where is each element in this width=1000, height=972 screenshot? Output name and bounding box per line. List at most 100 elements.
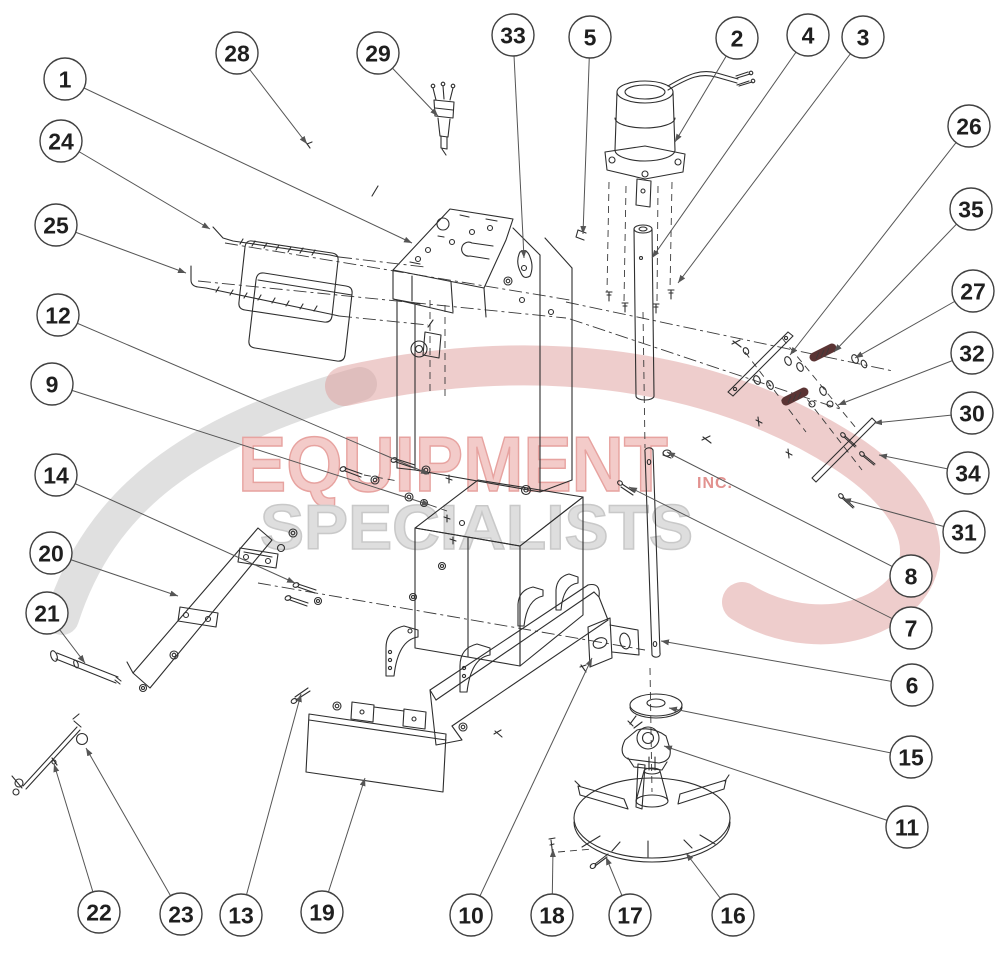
- callout-number-22: 22: [86, 899, 112, 925]
- callout-number-33: 33: [500, 22, 526, 48]
- callout-circle-13: [219, 893, 263, 937]
- callout-number-10: 10: [458, 902, 484, 928]
- callout-circle-24: [39, 119, 83, 163]
- chute-assembly: [385, 573, 640, 746]
- callout-circle-29: [356, 31, 400, 75]
- callout-circle-23: [159, 892, 203, 936]
- swoosh-gray-arc: [45, 367, 377, 635]
- leader-line-9: [51, 383, 431, 506]
- callout-circle-9: [30, 362, 74, 406]
- callout-number-7: 7: [905, 615, 918, 641]
- leader-line-13: [240, 693, 302, 916]
- leader-line-11: [663, 745, 908, 828]
- callout-circle-17: [608, 893, 652, 937]
- leader-line-3: [677, 36, 864, 284]
- callout-circle-22: [77, 890, 121, 934]
- leader-line-15: [668, 706, 912, 758]
- leader-line-8: [666, 451, 912, 577]
- callout-number-24: 24: [48, 128, 74, 154]
- callout-circle-3: [841, 15, 885, 59]
- leader-line-22: [53, 763, 100, 913]
- spinner-motor: [604, 70, 756, 208]
- leader-line-4: [651, 34, 809, 259]
- lynch-pin-assembly: [11, 713, 89, 796]
- deflector-plate-19: [290, 687, 468, 793]
- callout-number-21: 21: [34, 600, 60, 626]
- callout-number-18: 18: [539, 902, 565, 928]
- leader-line-6: [660, 639, 913, 686]
- callout-circle-2: [715, 16, 759, 60]
- leader-line-20: [50, 552, 179, 597]
- callout-number-17: 17: [617, 902, 643, 928]
- callout-number-25: 25: [43, 212, 69, 238]
- idler-linkage: [701, 331, 877, 509]
- callout-circle-16: [711, 893, 755, 937]
- callout-number-11: 11: [895, 814, 920, 840]
- callout-number-9: 9: [46, 371, 59, 397]
- callout-number-8: 8: [905, 563, 918, 589]
- callout-circle-28: [215, 31, 259, 75]
- callout-number-26: 26: [956, 113, 982, 139]
- watermark-text: EQUIPMENT INC. SPECIALISTS: [237, 419, 732, 564]
- leader-line-27: [854, 290, 974, 359]
- leader-line-19: [321, 777, 366, 913]
- deflector-plates: [190, 226, 429, 362]
- callout-number-20: 20: [38, 540, 64, 566]
- callout-number-13: 13: [228, 902, 254, 928]
- leader-line-24: [60, 140, 211, 230]
- spinner-hub: [621, 715, 671, 771]
- leader-line-32: [837, 352, 973, 406]
- callout-circle-18: [530, 893, 574, 937]
- leader-line-35: [833, 208, 972, 353]
- motor-bolts: [605, 289, 675, 314]
- leader-line-14: [55, 474, 296, 584]
- callout-number-16: 16: [720, 902, 746, 928]
- callout-number-4: 4: [802, 22, 815, 48]
- callout-number-15: 15: [898, 744, 924, 770]
- callout-number-12: 12: [45, 302, 71, 328]
- callout-circle-14: [34, 453, 78, 497]
- spinner-hardware: [548, 837, 609, 870]
- watermark-word2: SPECIALISTS: [260, 493, 693, 563]
- mounting-plate: [304, 140, 514, 318]
- leader-line-5: [580, 36, 591, 235]
- callout-circle-20: [29, 531, 73, 575]
- callout-circle-1: [43, 57, 87, 101]
- callout-number-2: 2: [731, 25, 744, 51]
- callout-number-19: 19: [309, 899, 335, 925]
- callout-circle-34: [946, 451, 990, 495]
- power-connector: [430, 81, 456, 156]
- callout-number-30: 30: [959, 400, 985, 426]
- callout-circle-6: [890, 663, 934, 707]
- spinner-disc: [573, 756, 731, 863]
- leader-line-25: [55, 224, 187, 274]
- callout-circle-26: [947, 104, 991, 148]
- callout-number-32: 32: [959, 340, 985, 366]
- callout-circle-11: [885, 805, 929, 849]
- leader-line-26: [789, 125, 970, 356]
- callout-circle-27: [951, 269, 995, 313]
- callout-circle-30: [950, 391, 994, 435]
- hitch-pin-21: [50, 650, 122, 685]
- callout-number-23: 23: [168, 901, 194, 927]
- callout-circle-10: [449, 893, 493, 937]
- callout-number-14: 14: [43, 462, 69, 488]
- callout-circle-25: [34, 203, 78, 247]
- leader-line-7: [628, 486, 912, 629]
- leader-lines: [46, 34, 974, 916]
- leader-line-12: [57, 314, 430, 475]
- callout-circle-5: [568, 15, 612, 59]
- drawing: [11, 70, 894, 870]
- callout-circle-21: [25, 591, 69, 635]
- leader-line-33: [512, 34, 527, 259]
- callout-number-5: 5: [584, 24, 597, 50]
- leader-line-10: [470, 657, 593, 916]
- callout-number-28: 28: [224, 40, 250, 66]
- callout-number-35: 35: [958, 196, 984, 222]
- callout-circle-35: [949, 187, 993, 231]
- spinner-shaft: [644, 447, 661, 658]
- callout-circle-7: [889, 606, 933, 650]
